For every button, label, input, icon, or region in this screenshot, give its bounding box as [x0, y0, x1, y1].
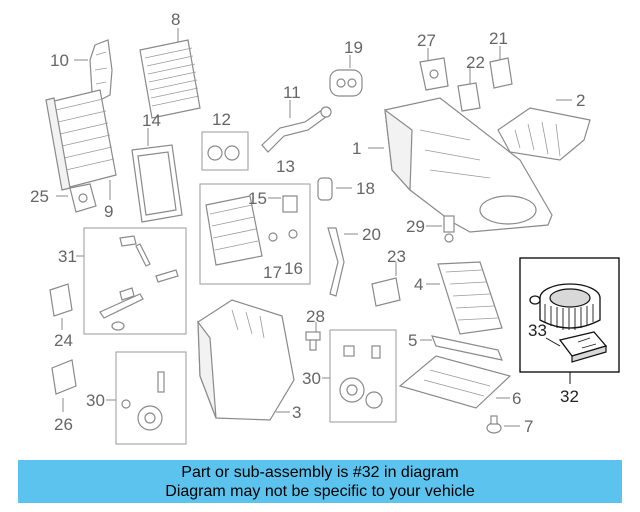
part-11-pipe — [261, 106, 332, 153]
info-banner: Part or sub-assembly is #32 in diagram D… — [18, 460, 622, 503]
callout-9: 9 — [104, 202, 113, 221]
callout-3: 3 — [292, 403, 301, 422]
callout-14: 14 — [142, 111, 161, 130]
leader-33 — [545, 337, 561, 347]
part-13-box — [199, 183, 311, 285]
part-2-duct — [497, 107, 591, 161]
part-1-housing — [384, 97, 553, 233]
part-33-resistor — [558, 331, 608, 363]
part-9-evaporator — [45, 89, 117, 191]
part-15-valve — [282, 195, 298, 213]
part-5-seal — [431, 335, 503, 361]
callout-19: 19 — [344, 38, 363, 57]
callout-28: 28 — [306, 307, 325, 326]
part-6-cover — [398, 355, 512, 409]
part-7-clip — [486, 415, 502, 434]
callout-25: 25 — [30, 187, 49, 206]
part-29-sensor — [443, 215, 455, 243]
part-19-gasket — [329, 69, 363, 97]
part-12-oring-b — [224, 145, 240, 161]
part-26-bracket — [51, 359, 77, 395]
part-10-bracket — [89, 39, 113, 101]
part-25-clip — [69, 183, 97, 213]
banner-line-1: Part or sub-assembly is #32 in diagram — [181, 463, 459, 481]
callout-30-right: 30 — [302, 369, 321, 388]
part-30-gears-right — [339, 345, 383, 409]
part-30-gears-left — [121, 371, 165, 431]
part-31-hoses — [99, 235, 179, 331]
part-14-filter — [131, 144, 183, 223]
callout-20: 20 — [362, 225, 381, 244]
part-8-heater-core — [139, 39, 201, 119]
callout-11: 11 — [283, 83, 301, 102]
callout-10: 10 — [50, 51, 69, 70]
callout-22: 22 — [466, 53, 485, 72]
callout-2: 2 — [576, 91, 585, 110]
callout-23: 23 — [387, 247, 406, 266]
banner-line-2: Diagram may not be specific to your vehi… — [165, 482, 475, 500]
part-28-screw — [305, 331, 321, 351]
callout-33: 33 — [528, 321, 547, 340]
callout-12: 12 — [212, 110, 231, 129]
part-22-actuator — [457, 82, 481, 112]
callout-30-left: 30 — [86, 391, 105, 410]
callout-31: 31 — [58, 247, 77, 266]
callout-4: 4 — [414, 275, 423, 294]
callout-17: 17 — [263, 263, 282, 282]
part-20-tube — [327, 227, 345, 297]
callout-7: 7 — [524, 417, 533, 436]
part-3-lower-housing — [197, 299, 295, 421]
part-32-blower-motor — [529, 283, 601, 330]
callout-21: 21 — [489, 29, 508, 48]
part-12-oring-a — [207, 145, 223, 161]
callout-1: 1 — [352, 139, 361, 158]
callout-15: 15 — [248, 189, 267, 208]
part-27-actuator — [419, 57, 449, 91]
part-18-grommet — [317, 177, 333, 201]
part-13-cooler — [205, 195, 263, 266]
callout-27: 27 — [417, 31, 436, 50]
part-30-box-left — [115, 351, 187, 445]
part-4-filter — [437, 261, 503, 335]
part-21-actuator — [489, 57, 513, 89]
callout-18: 18 — [356, 179, 375, 198]
callout-24: 24 — [54, 331, 73, 350]
callout-29: 29 — [406, 217, 425, 236]
callout-26: 26 — [54, 415, 73, 434]
callout-5: 5 — [408, 331, 417, 350]
part-30-box-right — [329, 329, 397, 423]
callout-32: 32 — [560, 387, 579, 406]
part-31-box — [83, 227, 187, 335]
part-23-resistor — [371, 277, 401, 307]
callout-8: 8 — [171, 10, 180, 29]
callout-6: 6 — [512, 389, 521, 408]
callout-16: 16 — [284, 259, 303, 278]
part-17-seal — [268, 232, 278, 242]
callout-13: 13 — [276, 157, 295, 176]
part-16-seal — [288, 229, 298, 239]
part-12-box — [201, 131, 249, 171]
part-24-bracket — [49, 283, 73, 317]
